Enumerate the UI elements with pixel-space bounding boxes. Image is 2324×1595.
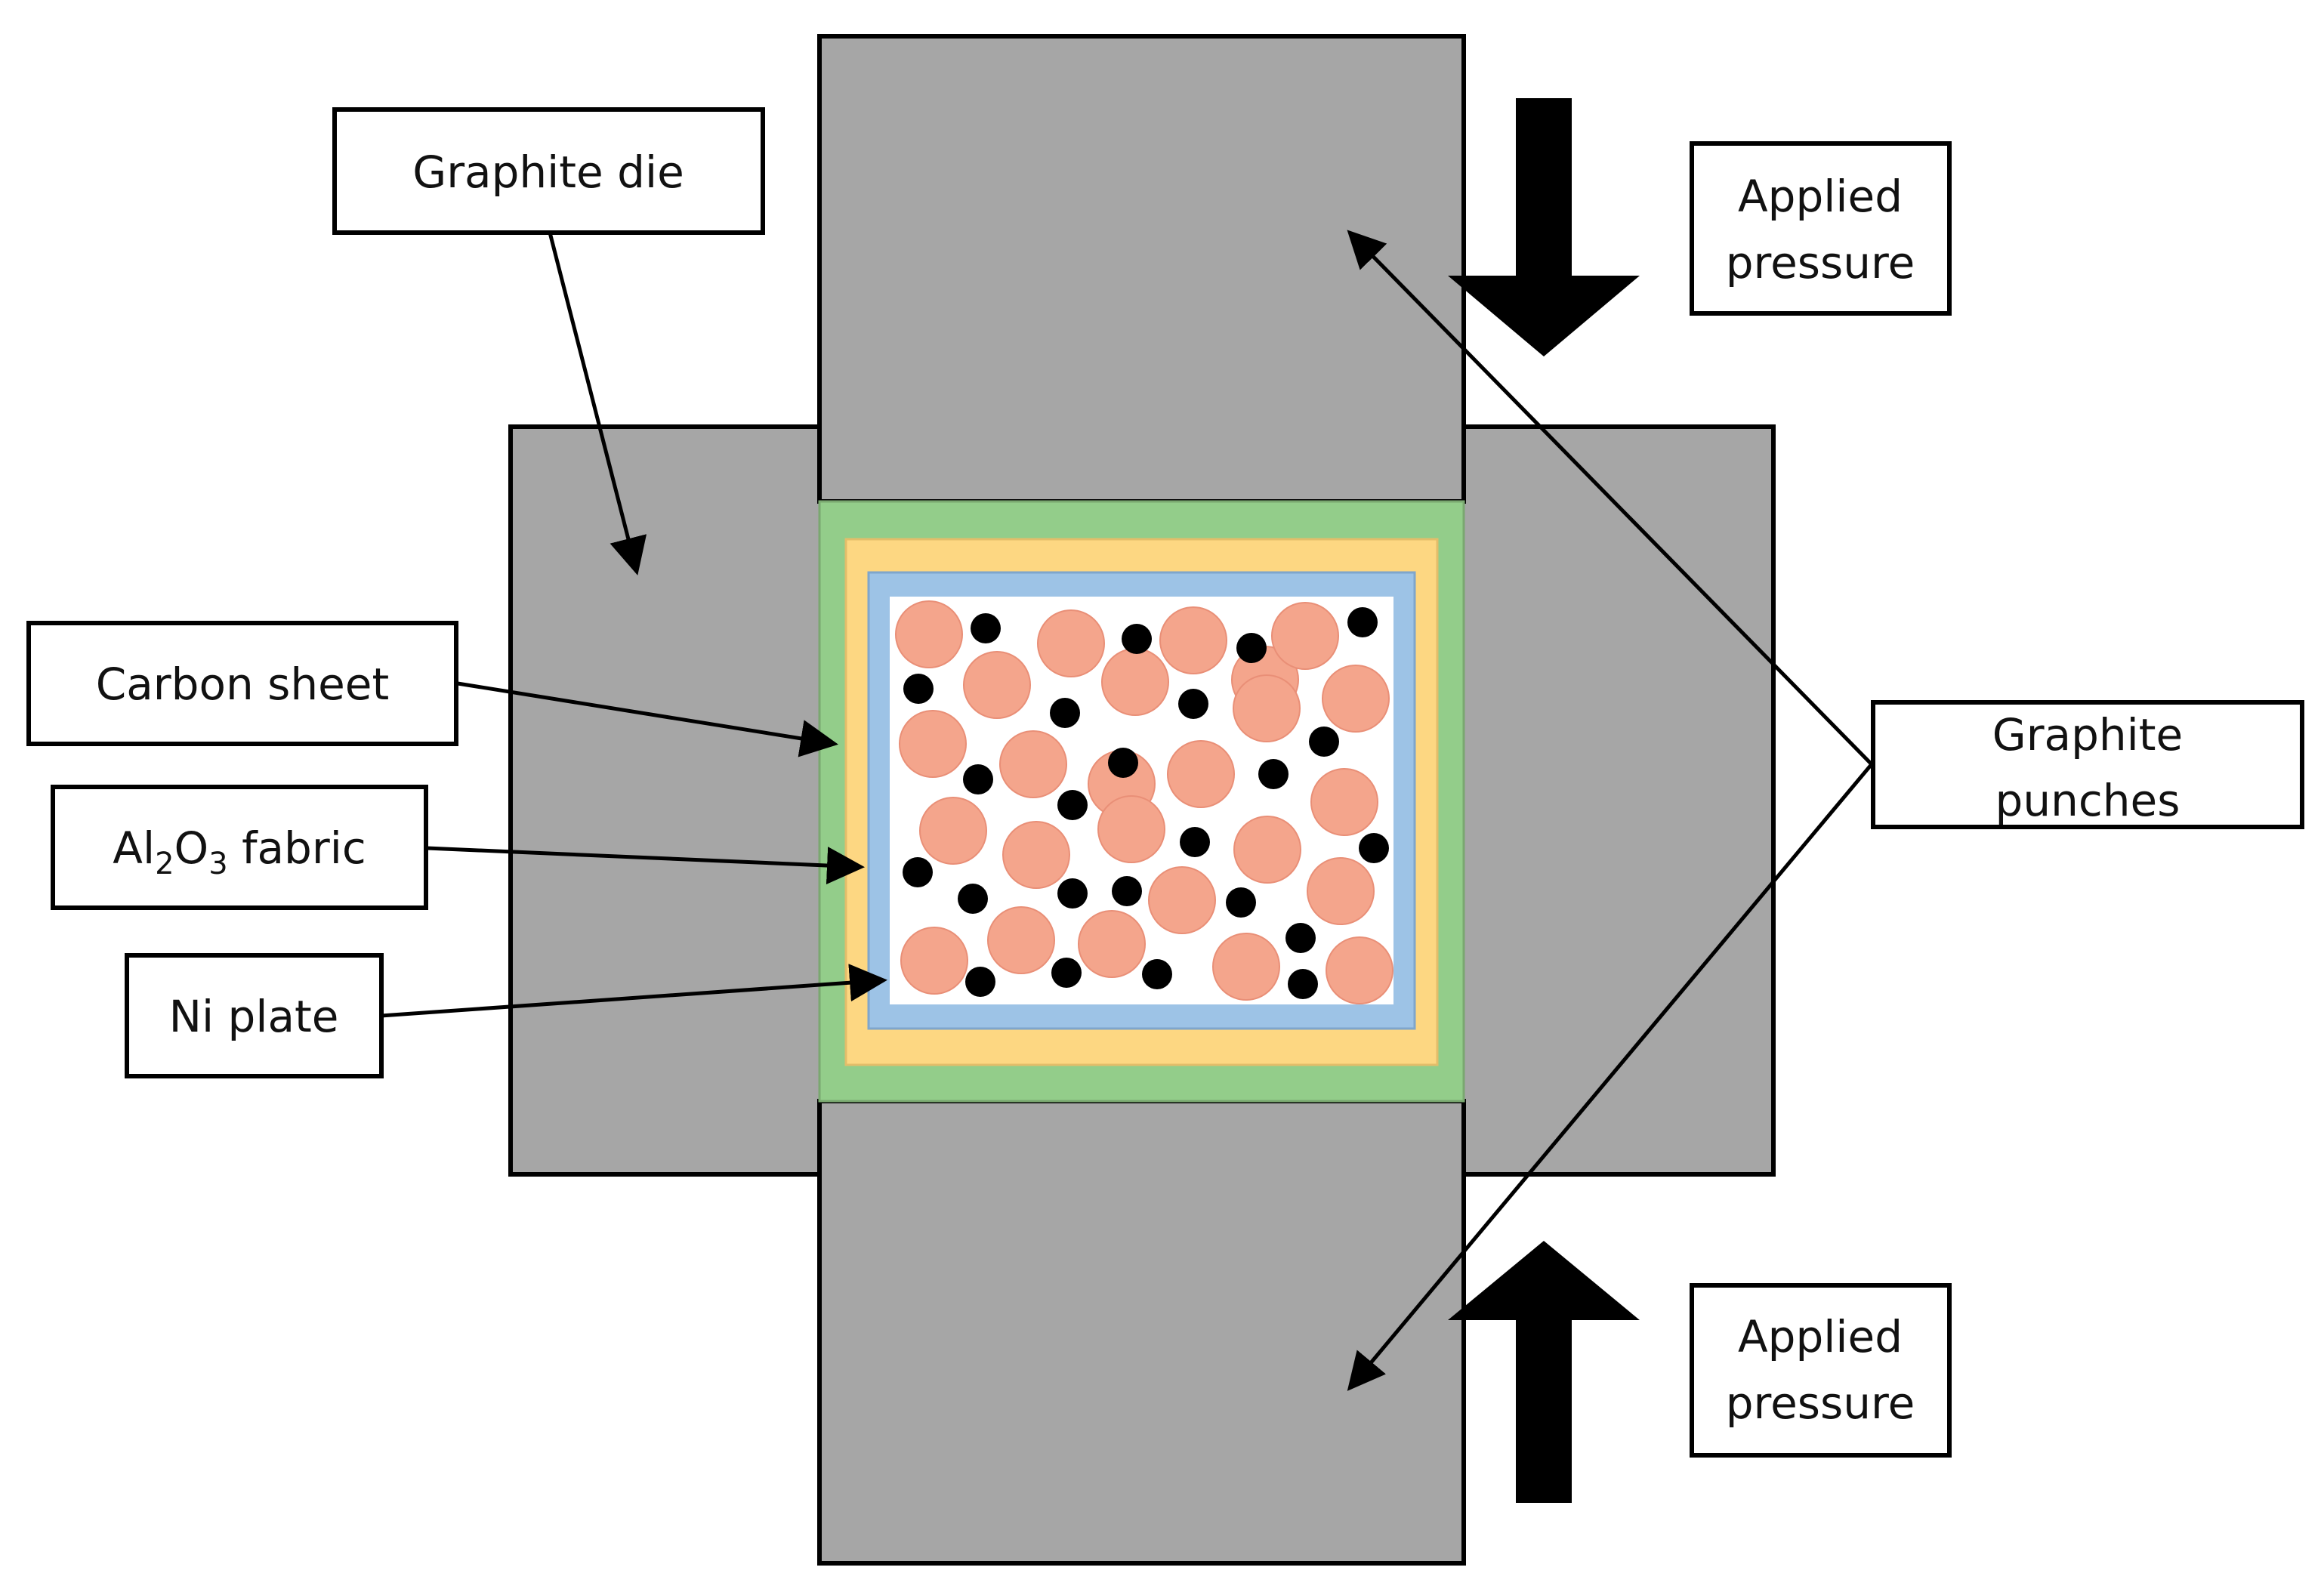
powder-particle-small (903, 674, 934, 704)
powder-particle-small (1057, 790, 1088, 820)
leader-ni-plate (381, 964, 887, 1018)
svg-text:pressure: pressure (1726, 237, 1915, 288)
powder-particle-small (1051, 958, 1082, 988)
label-al2o3-fabric: Al2O3 fabric (51, 785, 428, 910)
powder-particle-large (987, 906, 1055, 974)
powder-particle-large (1271, 602, 1339, 670)
powder-particle-small (1288, 969, 1318, 999)
powder-particle-small (1359, 833, 1389, 863)
powder-particle-large (899, 710, 967, 778)
label-applied-pressure-top: Applied pressure (1690, 141, 1952, 316)
powder-particle-large (1233, 816, 1301, 884)
svg-text:Graphite: Graphite (1992, 709, 2183, 760)
powder-particle-large (1326, 936, 1393, 1004)
label-carbon-sheet: Carbon sheet (26, 621, 458, 746)
powder-particle-large (1078, 910, 1146, 978)
label-graphite-die: Graphite die (332, 107, 765, 235)
powder-particle-small (958, 884, 988, 914)
pressure-arrow-down-icon (1448, 98, 1640, 356)
powder-particle-large (1322, 665, 1390, 733)
powder-particle-small (1108, 748, 1138, 778)
powder-particle-large (919, 797, 987, 865)
powder-particle-small (1226, 887, 1256, 918)
powder-particle-large (1167, 740, 1235, 808)
leader-graphite-die (548, 232, 647, 575)
powder-particle-large (963, 651, 1031, 719)
powder-particle-large (999, 730, 1067, 798)
label-ni-plate: Ni plate (125, 953, 384, 1078)
powder-particle-small (903, 857, 933, 887)
powder-particle-small (1122, 624, 1152, 654)
svg-text:punches: punches (1995, 775, 2180, 826)
powder-particle-small (1180, 827, 1210, 857)
powder-particle-small (1050, 698, 1080, 728)
powder-particle-small (971, 613, 1001, 643)
powder-particle-large (895, 600, 963, 668)
powder-particle-small (1142, 959, 1172, 989)
powder-particle-small (1347, 607, 1378, 637)
powder-particle-large (900, 927, 968, 995)
powder-particle-small (1236, 633, 1267, 663)
powder-particle-small (1258, 759, 1289, 789)
powder-particle-large (1159, 606, 1227, 674)
svg-text:Al2O3 fabric: Al2O3 fabric (113, 822, 366, 881)
graphite-punch-top (817, 34, 1466, 504)
powder-particle-small (963, 764, 993, 794)
leader-carbon-sheet (457, 681, 838, 757)
powder-particle-large (1212, 933, 1280, 1001)
svg-text:Carbon sheet: Carbon sheet (96, 659, 389, 710)
powder-particle-small (1309, 727, 1339, 757)
svg-text:pressure: pressure (1726, 1378, 1915, 1429)
label-applied-pressure-bottom: Applied pressure (1690, 1283, 1952, 1458)
svg-text:Applied: Applied (1738, 171, 1903, 222)
svg-text:Applied: Applied (1738, 1311, 1903, 1362)
leader-al2o3-fabric (426, 846, 865, 885)
powder-particle-large (1233, 674, 1301, 742)
leader-punch-bottom (1347, 763, 1873, 1391)
powder-particle-small (1178, 689, 1208, 719)
powder-particle-large (1037, 609, 1105, 677)
graphite-punch-bottom (817, 1099, 1466, 1566)
powder-particle-small (1057, 878, 1088, 909)
leader-punch-top (1347, 230, 1873, 766)
powder-particle-small (1112, 876, 1142, 906)
powder-particle-large (1148, 866, 1216, 934)
powder-particle-large (1097, 795, 1165, 863)
label-graphite-punches: Graphite punches (1871, 700, 2304, 829)
powder-particle-small (965, 967, 995, 997)
pressure-arrow-up-icon (1448, 1241, 1640, 1503)
powder-particle-large (1307, 857, 1375, 925)
powder-particles (895, 600, 1393, 1004)
svg-text:Ni plate: Ni plate (169, 991, 339, 1042)
powder-particle-small (1285, 923, 1316, 953)
powder-particle-large (1002, 821, 1070, 889)
powder-particle-large (1101, 648, 1169, 716)
svg-text:Graphite die: Graphite die (412, 147, 684, 198)
powder-particle-large (1310, 768, 1378, 836)
